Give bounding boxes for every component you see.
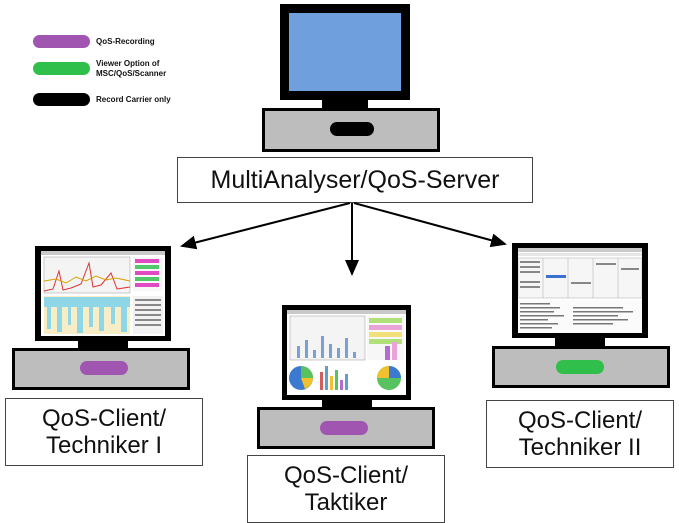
server-label: MultiAnalyser/QoS-Server — [210, 165, 500, 194]
center-client-stand — [322, 400, 372, 410]
left-client-qos-recording-slot — [80, 361, 128, 375]
legend-label-record-carrier: Record Carrier only — [96, 95, 171, 104]
right-client-label-box: QoS-Client/ Techniker II — [486, 400, 674, 468]
server-label-box: MultiAnalyser/QoS-Server — [177, 157, 533, 203]
arrow-to-right-client — [353, 202, 507, 248]
left-client-label-line1: QoS-Client/ — [41, 404, 167, 432]
legend-label-viewer-line1: Viewer Option of — [96, 59, 160, 68]
right-client-stand — [555, 338, 605, 348]
left-client-label-line2: Techniker I — [45, 432, 163, 459]
center-client-label-line1: QoS-Client/ — [283, 461, 409, 489]
right-client-label-line2: Techniker II — [518, 434, 642, 461]
server-screen — [289, 13, 401, 91]
right-client-screen — [518, 248, 642, 333]
right-client-viewer-option-slot — [556, 360, 604, 374]
right-client-monitor — [512, 243, 648, 338]
center-client-label-box: QoS-Client/ Taktiker — [247, 455, 445, 523]
center-client-qos-recording-slot — [320, 421, 368, 435]
server-monitor — [280, 4, 410, 100]
left-client-monitor — [35, 246, 171, 341]
left-client-label-box: QoS-Client/ Techniker I — [5, 398, 203, 466]
right-client-base — [492, 346, 670, 388]
legend-label-qos-recording: QoS-Recording — [96, 37, 155, 46]
left-client-screen — [41, 251, 165, 336]
legend-swatch-qos-recording — [33, 35, 90, 48]
center-client-screen — [287, 310, 406, 395]
legend-swatch-viewer-option — [33, 62, 90, 75]
right-client-label-line1: QoS-Client/ — [517, 406, 643, 434]
left-client-stand — [78, 341, 128, 351]
legend-label-viewer-line2: MSC/QoS/Scanner — [96, 69, 167, 78]
legend-swatch-record-carrier — [33, 93, 90, 106]
center-client-monitor — [282, 305, 411, 400]
center-client-label-line2: Taktiker — [304, 489, 388, 516]
server-record-carrier-slot — [330, 122, 374, 136]
server-stand — [322, 100, 368, 110]
arrow-to-left-client — [180, 202, 351, 250]
server-base — [262, 108, 440, 152]
legend-label-viewer-option: Viewer Option of MSC/QoS/Scanner — [96, 59, 166, 79]
